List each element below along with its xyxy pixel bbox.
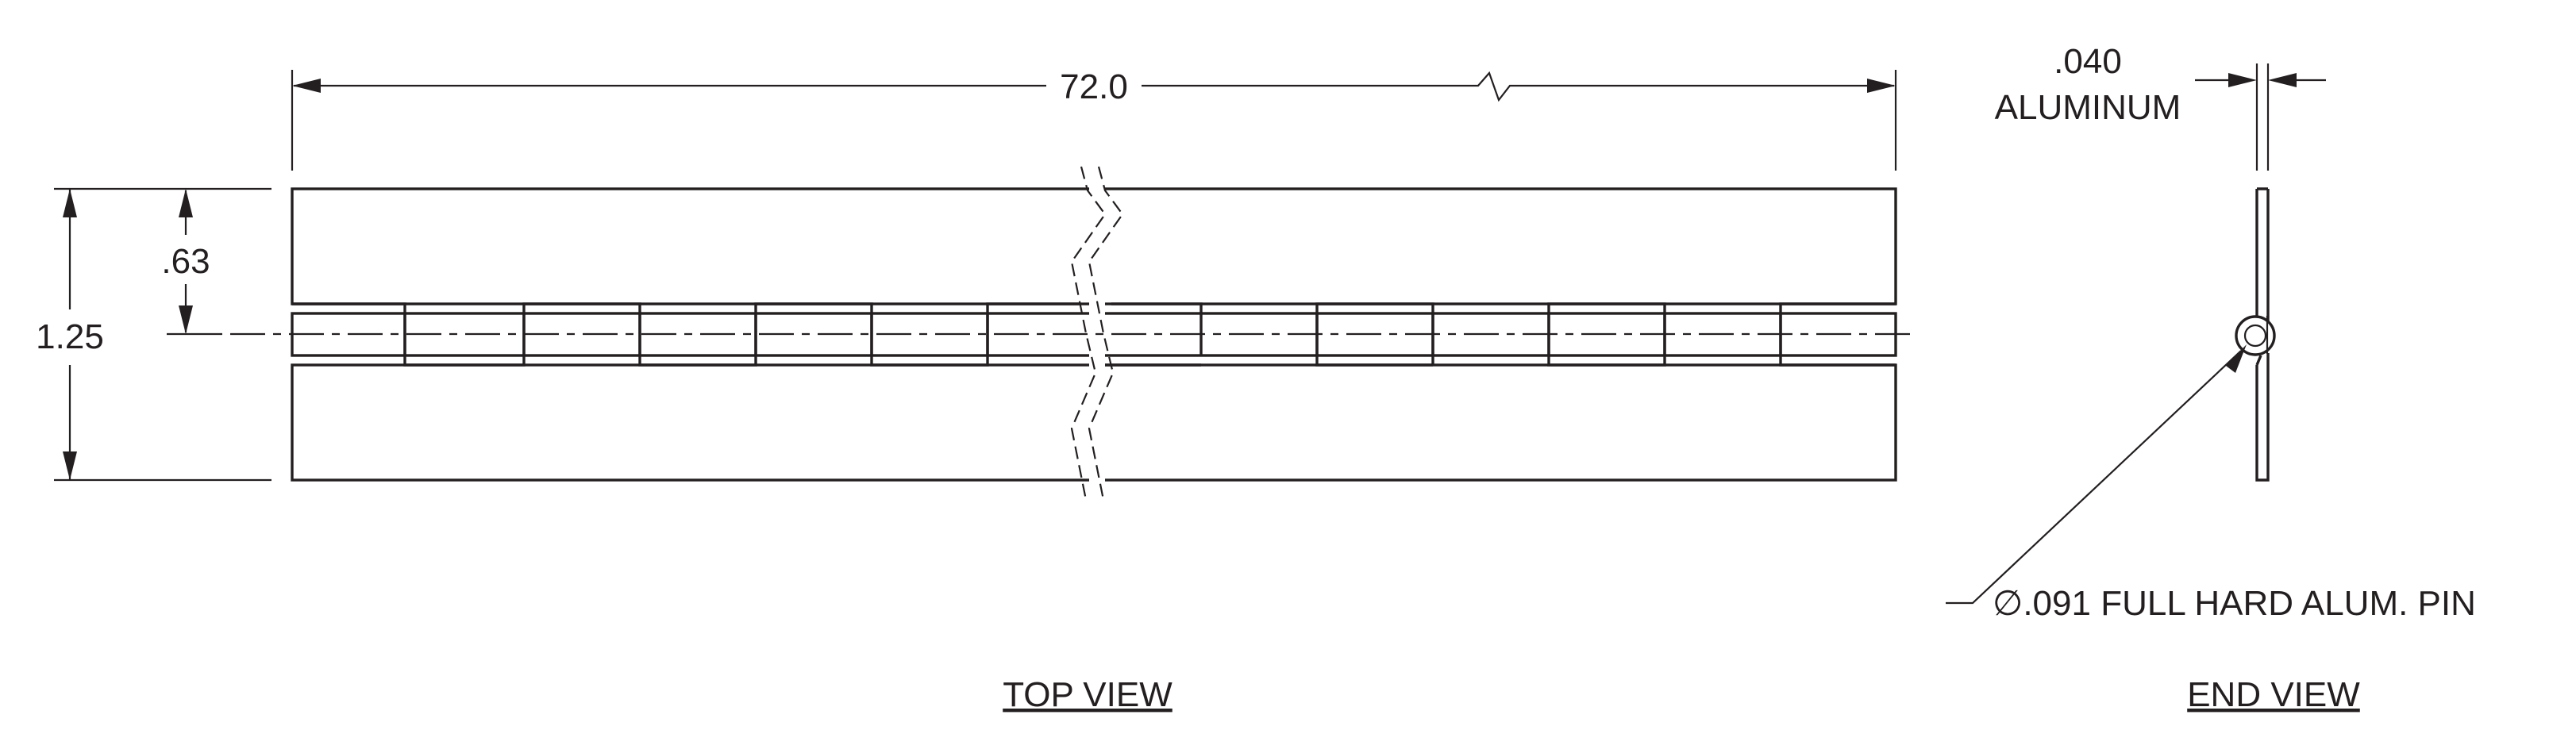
knuckle-outer [2235, 315, 2276, 356]
end-view: .040 ALUMINUM [1995, 42, 2326, 482]
lower-knuckles [403, 313, 1896, 367]
end-view-label: END VIEW [2187, 675, 2360, 714]
end-leaf-upper [2255, 187, 2270, 323]
width-value: 1.25 [36, 317, 104, 356]
pin-circle [2243, 324, 2267, 348]
length-value: 72.0 [1060, 67, 1128, 106]
thickness-value: .040 [2054, 42, 2122, 81]
pin-note-text: ∅.091 FULL HARD ALUM. PIN [1993, 584, 2476, 623]
end-leaf-lower [2255, 353, 2270, 482]
leaf-center-dimension: .63 [161, 189, 222, 336]
material-value: ALUMINUM [1995, 88, 2181, 127]
width-dimension: 1.25 [36, 187, 271, 482]
break-lines [1070, 166, 1124, 501]
length-dimension: 72.0 [291, 67, 1897, 171]
pin-note: ∅.091 FULL HARD ALUM. PIN [1946, 344, 2476, 623]
top-view-label: TOP VIEW [1003, 675, 1172, 714]
leaf-center-value: .63 [161, 242, 210, 281]
top-view [230, 166, 1913, 501]
